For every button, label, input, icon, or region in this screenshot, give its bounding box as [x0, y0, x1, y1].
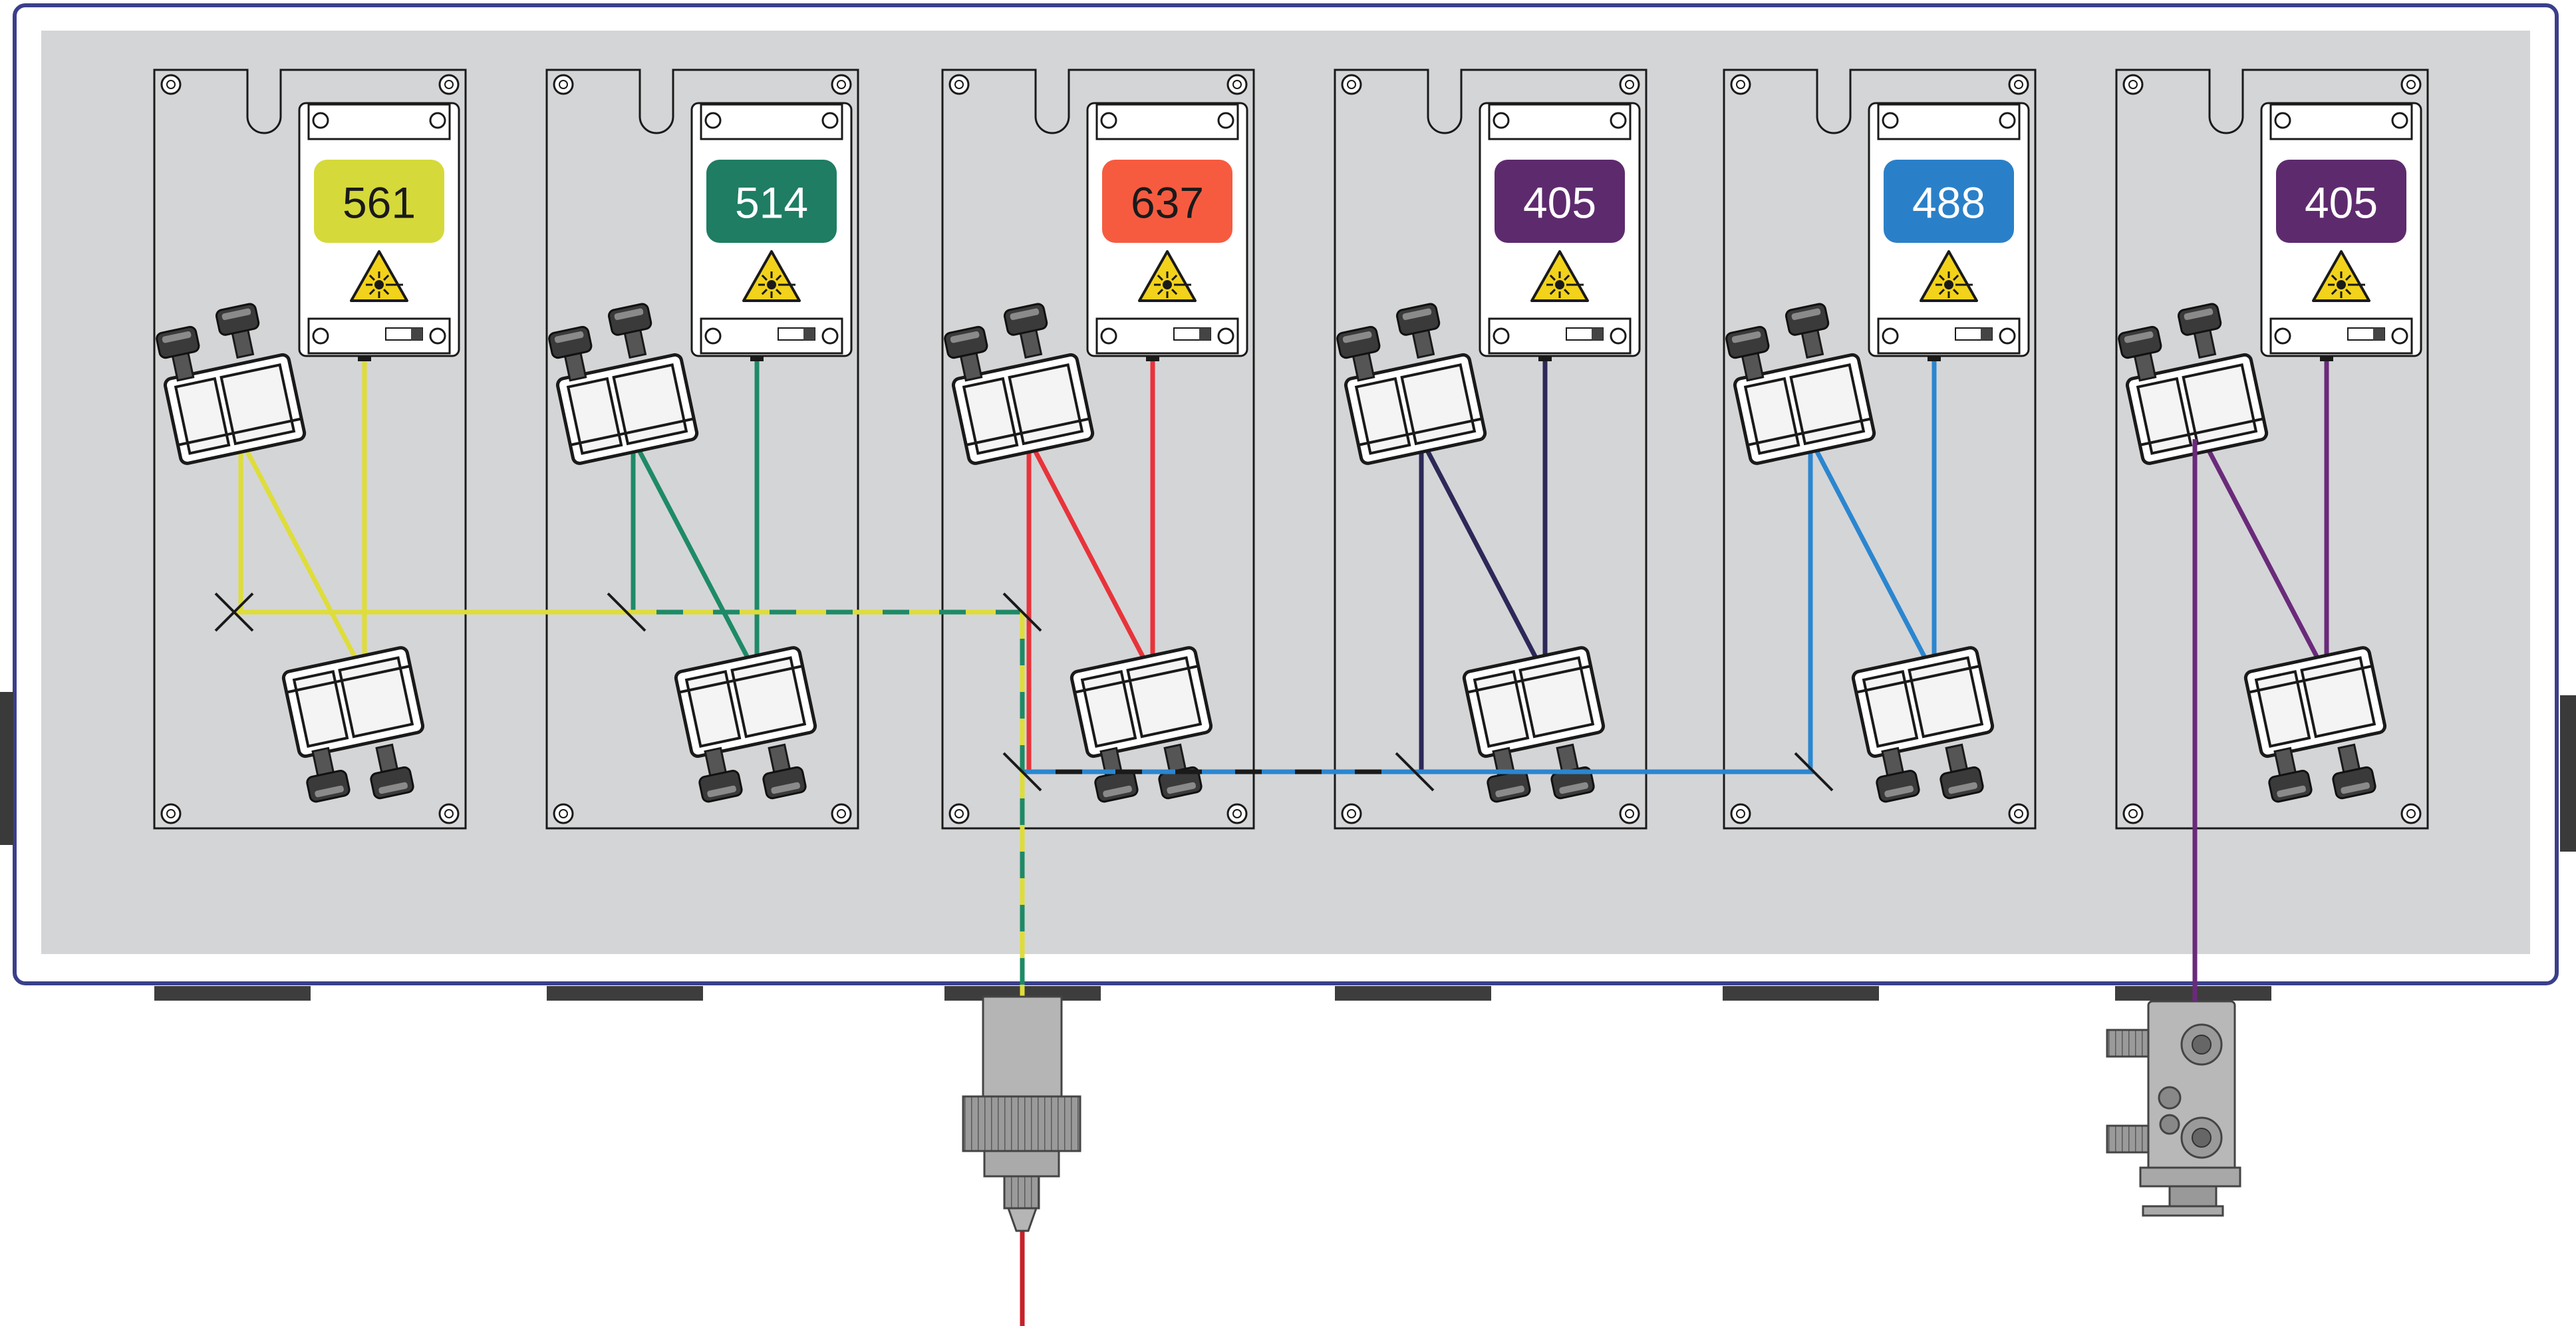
wavelength-label: 405 [1523, 178, 1596, 228]
mounting-screw [1226, 74, 1248, 95]
beam-561 [238, 361, 367, 677]
launch-screw [2158, 1086, 2182, 1110]
mounting-screw [1619, 803, 1640, 824]
wavelength-badge [1884, 160, 2014, 243]
launch-port-lower-inner [2192, 1128, 2212, 1148]
mounting-screw [553, 74, 574, 95]
kinematic-mirror-mount [1070, 646, 1213, 803]
wavelength-badge [1102, 160, 1232, 243]
laser-modules: 561 514 637 405 488 405 [153, 69, 2429, 830]
wavelength-label: 561 [343, 178, 416, 228]
fiber-launch-mount [2106, 1000, 2241, 1217]
wavelength-label: 405 [2305, 178, 2378, 228]
dichroic-mirror [1794, 752, 1834, 792]
launch-port-upper-inner [2192, 1035, 2212, 1055]
mounting-screw [1730, 803, 1751, 824]
launch-mount-post [2168, 1185, 2218, 1208]
kinematic-mirror-mount [548, 303, 699, 465]
mounting-screw [160, 803, 182, 824]
dichroic-mirror [214, 592, 254, 632]
mounting-screw [1226, 803, 1248, 824]
laser-module-637: 637 [941, 69, 1255, 830]
dichroic-mirror [1395, 752, 1435, 792]
laser-warning-icon [1530, 250, 1589, 302]
foot [547, 986, 703, 1001]
wavelength-badge [706, 160, 837, 243]
laser-module-405: 405 [1334, 69, 1647, 830]
dichroic-mirror [1002, 592, 1042, 632]
wavelength-badge [1495, 160, 1625, 243]
fiber-ferrule [1003, 1175, 1040, 1210]
mounting-screw [438, 74, 460, 95]
wavelength-label: 637 [1131, 178, 1204, 228]
mounting-screw [2008, 803, 2029, 824]
beam-637 [1026, 361, 1155, 772]
foot [1723, 986, 1879, 1001]
kinematic-mirror-mount [1336, 303, 1487, 465]
wavelength-badge [2276, 160, 2406, 243]
mounting-screw [160, 74, 182, 95]
foot [154, 986, 311, 1001]
beam-405 [2200, 361, 2329, 677]
kinematic-mirror-mount [156, 303, 307, 465]
laser-module-405: 405 [2115, 69, 2429, 830]
beam-514 [631, 361, 760, 677]
launch-mount-foot [2142, 1205, 2224, 1217]
mounting-screw [831, 74, 852, 95]
kinematic-mirror-mount [1725, 303, 1876, 465]
feet [154, 986, 2271, 1001]
foot [1335, 986, 1491, 1001]
mounting-screw [2122, 803, 2144, 824]
kinematic-mirror-mount [674, 646, 817, 803]
mounting-screw [1730, 74, 1751, 95]
right-handle [2560, 695, 2576, 852]
fiber-coupler-neck [983, 1150, 1060, 1178]
mounting-screw [1341, 803, 1362, 824]
kinematic-mirror-mount [2118, 303, 2269, 465]
left-handle [0, 692, 13, 845]
launch-mount-base [2139, 1166, 2241, 1188]
combined-beam-paths [234, 609, 1814, 998]
beam-405 [1419, 361, 1548, 772]
mounting-screw [2008, 74, 2029, 95]
wavelength-label: 514 [735, 178, 808, 228]
mounting-screw [2400, 74, 2422, 95]
laser-warning-icon [2312, 250, 2370, 302]
mounting-screw [1341, 74, 1362, 95]
mounting-screw [2122, 74, 2144, 95]
kinematic-mirror-mount [1462, 646, 1606, 803]
kinematic-mirror-mount [2243, 646, 2387, 803]
wavelength-label: 488 [1912, 178, 1985, 228]
mounting-screw [1619, 74, 1640, 95]
laser-module-488: 488 [1723, 69, 2037, 830]
dichroic-mirror [607, 592, 646, 632]
laser-module-514: 514 [545, 69, 859, 830]
adjuster-knob-lower [2106, 1124, 2150, 1154]
mounting-screw [948, 803, 970, 824]
dichroic-mirror [1002, 752, 1042, 792]
mounting-screw [948, 74, 970, 95]
mounting-screw [553, 803, 574, 824]
fiber-coupler-body [982, 995, 1063, 1098]
laser-warning-icon [742, 250, 801, 302]
fiber-coupler-knurl [962, 1095, 1081, 1152]
laser-module-561: 561 [153, 69, 467, 830]
fiber-boot [1006, 1207, 1038, 1232]
mounting-screw [438, 803, 460, 824]
kinematic-mirror-mount [281, 646, 425, 803]
kinematic-mirror-mount [944, 303, 1095, 465]
laser-warning-icon [1920, 250, 1978, 302]
launch-screw [2159, 1114, 2180, 1135]
laser-warning-icon [1138, 250, 1197, 302]
dichroic-mirrors [214, 592, 1834, 792]
mounting-screw [831, 803, 852, 824]
fiber-coupler [962, 995, 1081, 1326]
laser-warning-icon [350, 250, 408, 302]
adjuster-knob-upper [2106, 1029, 2150, 1058]
beam-488 [1808, 361, 1937, 772]
mounting-screw [2400, 803, 2422, 824]
wavelength-badge [314, 160, 444, 243]
kinematic-mirror-mount [1851, 646, 1995, 803]
